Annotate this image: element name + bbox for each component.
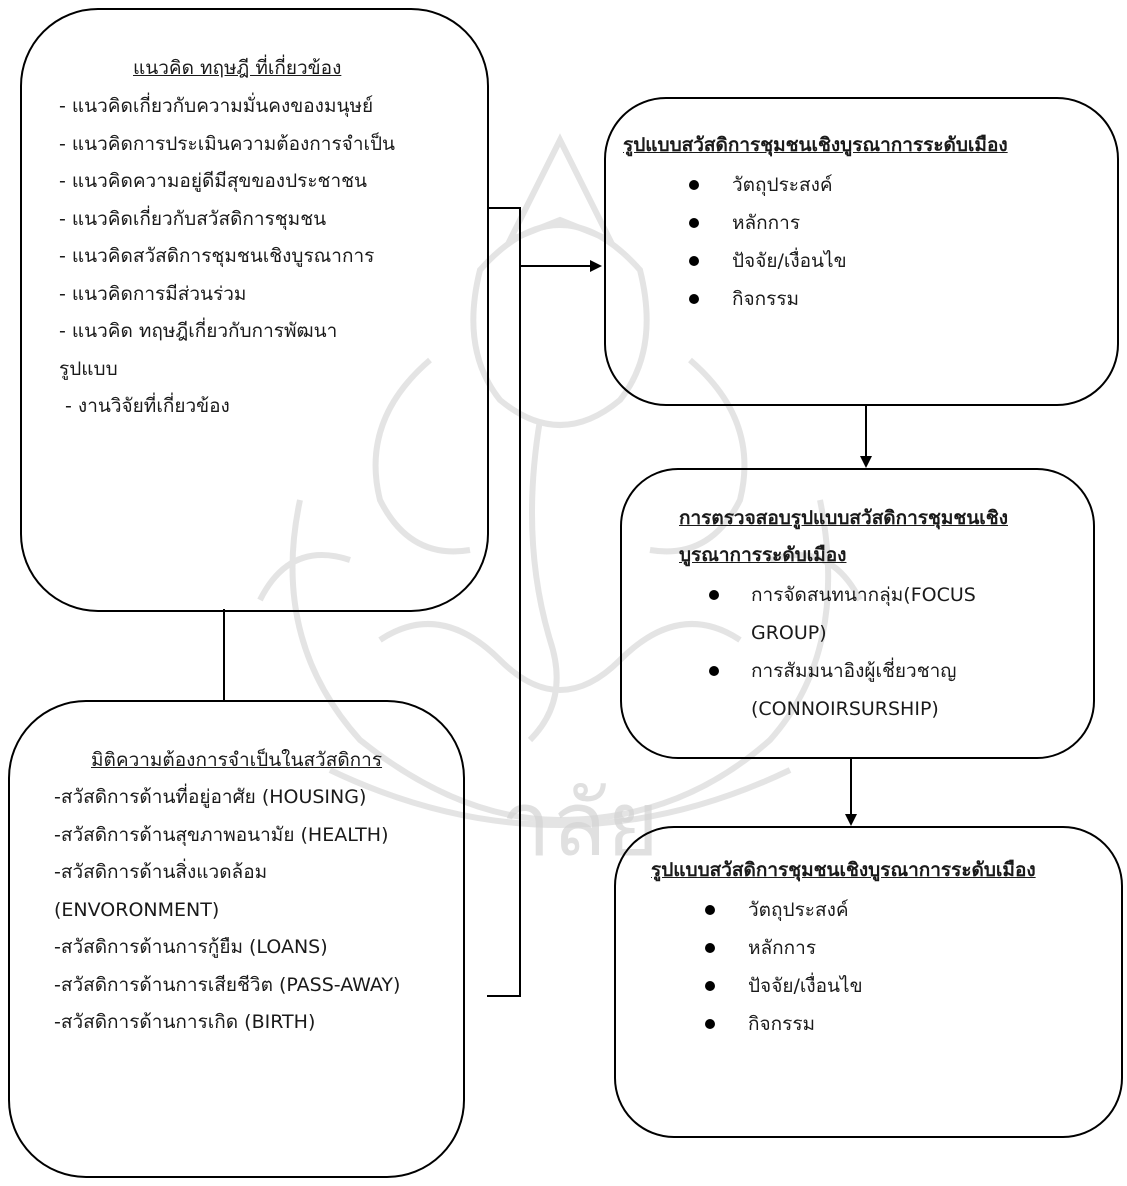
verify-box: การตรวจสอบรูปแบบสวัสดิการชุมชนเชิง บูรณา… bbox=[620, 468, 1095, 759]
model-box-list: วัตถุประสงค์ หลักการ ปัจจัย/เงื่อนไข กิจ… bbox=[689, 166, 1008, 318]
verify-item-line2: (CONNOIRSURSHIP) bbox=[751, 698, 939, 720]
needs-item: -สวัสดิการด้านการเสียชีวิต (PASS-AWAY) bbox=[54, 973, 401, 996]
theory-box: แนวคิด ทฤษฎี ที่เกี่ยวข้อง - แนวคิดเกี่ย… bbox=[20, 8, 489, 612]
list-item: กิจกรรม bbox=[705, 1005, 1036, 1043]
needs-box-content: มิติความต้องการจำเป็นในสวัสดิการ -สวัสดิ… bbox=[54, 742, 400, 1042]
theory-item: - แนวคิดการประเมินความต้องการจำเป็น bbox=[59, 132, 396, 155]
theory-item: รูปแบบ bbox=[59, 357, 118, 380]
bullet-icon bbox=[689, 180, 699, 190]
theory-item: - แนวคิด ทฤษฎีเกี่ยวกับการพัฒนา bbox=[59, 320, 338, 342]
theory-item: - แนวคิดความอยู่ดีมีสุขของประชาชน bbox=[59, 170, 368, 192]
needs-item: -สวัสดิการด้านการเกิด (BIRTH) bbox=[54, 1011, 316, 1033]
bullet-icon bbox=[709, 666, 719, 676]
list-item: ปัจจัย/เงื่อนไข bbox=[689, 242, 1008, 280]
verify-item-line1: การจัดสนทนากลุ่ม(FOCUS bbox=[751, 584, 976, 606]
final-item-label: กิจกรรม bbox=[748, 1013, 816, 1035]
verify-item-line2: GROUP) bbox=[751, 622, 827, 644]
list-item: ปัจจัย/เงื่อนไข bbox=[705, 967, 1036, 1005]
model-item-label: วัตถุประสงค์ bbox=[732, 174, 833, 196]
theory-item: - แนวคิดการมีส่วนร่วม bbox=[59, 282, 247, 305]
model-item-label: กิจกรรม bbox=[732, 288, 800, 310]
verify-box-title-line1: การตรวจสอบรูปแบบสวัสดิการชุมชนเชิง bbox=[679, 507, 1008, 529]
list-item: หลักการ bbox=[689, 204, 1008, 242]
needs-item: -สวัสดิการด้านสิ่งแวดล้อม bbox=[54, 861, 268, 883]
needs-item: -สวัสดิการด้านการกู้ยืม (LOANS) bbox=[54, 936, 328, 958]
theory-item: - งานวิจัยที่เกี่ยวข้อง bbox=[59, 395, 230, 417]
list-item: หลักการ bbox=[705, 929, 1036, 967]
bullet-icon bbox=[705, 1019, 715, 1029]
list-item: วัตถุประสงค์ bbox=[689, 166, 1008, 204]
final-box-title: รูปแบบสวัสดิการชุมชนเชิงบูรณาการระดับเมื… bbox=[651, 859, 1036, 881]
needs-item: (ENVORONMENT) bbox=[54, 898, 220, 921]
list-item: วัตถุประสงค์ bbox=[705, 891, 1036, 929]
final-box: รูปแบบสวัสดิการชุมชนเชิงบูรณาการระดับเมื… bbox=[614, 826, 1123, 1138]
final-item-label: วัตถุประสงค์ bbox=[748, 899, 849, 921]
list-item: การจัดสนทนากลุ่ม(FOCUS GROUP) bbox=[709, 576, 1008, 652]
bracket-line bbox=[487, 207, 521, 997]
needs-item: -สวัสดิการด้านที่อยู่อาศัย (HOUSING) bbox=[54, 786, 367, 808]
model-box-content: รูปแบบสวัสดิการชุมชนเชิงบูรณาการระดับเมื… bbox=[623, 127, 1008, 318]
needs-box-title: มิติความต้องการจำเป็นในสวัสดิการ bbox=[91, 749, 383, 771]
model-item-label: ปัจจัย/เงื่อนไข bbox=[732, 250, 847, 272]
bullet-icon bbox=[705, 943, 715, 953]
model-item-label: หลักการ bbox=[732, 212, 801, 234]
needs-item: -สวัสดิการด้านสุขภาพอนามัย (HEALTH) bbox=[54, 823, 389, 846]
verify-item-line1: การสัมมนาอิงผู้เชี่ยวชาญ bbox=[751, 660, 957, 682]
list-item: กิจกรรม bbox=[689, 280, 1008, 318]
bullet-icon bbox=[709, 590, 719, 600]
theory-box-content: แนวคิด ทฤษฎี ที่เกี่ยวข้อง - แนวคิดเกี่ย… bbox=[59, 50, 395, 426]
bullet-icon bbox=[705, 905, 715, 915]
theory-item: - แนวคิดเกี่ยวกับความมั่นคงของมนุษย์ bbox=[59, 95, 374, 117]
final-item-label: ปัจจัย/เงื่อนไข bbox=[748, 975, 863, 997]
needs-box: มิติความต้องการจำเป็นในสวัสดิการ -สวัสดิ… bbox=[8, 700, 465, 1178]
list-item: การสัมมนาอิงผู้เชี่ยวชาญ (CONNOIRSURSHIP… bbox=[709, 652, 1008, 728]
bullet-icon bbox=[705, 981, 715, 991]
theory-item: - แนวคิดเกี่ยวกับสวัสดิการชุมชน bbox=[59, 207, 327, 230]
verify-box-list: การจัดสนทนากลุ่ม(FOCUS GROUP) การสัมมนาอ… bbox=[709, 576, 1008, 728]
bullet-icon bbox=[689, 256, 699, 266]
verify-box-title-line2: บูรณาการระดับเมือง bbox=[679, 544, 847, 566]
theory-item: - แนวคิดสวัสดิการชุมชนเชิงบูรณาการ bbox=[59, 245, 375, 267]
bullet-icon bbox=[689, 218, 699, 228]
bullet-icon bbox=[689, 294, 699, 304]
model-box: รูปแบบสวัสดิการชุมชนเชิงบูรณาการระดับเมื… bbox=[604, 97, 1119, 406]
model-box-title: รูปแบบสวัสดิการชุมชนเชิงบูรณาการระดับเมื… bbox=[623, 134, 1008, 156]
theory-box-title: แนวคิด ทฤษฎี ที่เกี่ยวข้อง bbox=[133, 57, 342, 79]
verify-box-content: การตรวจสอบรูปแบบสวัสดิการชุมชนเชิง บูรณา… bbox=[679, 500, 1008, 728]
final-item-label: หลักการ bbox=[748, 937, 817, 959]
final-box-list: วัตถุประสงค์ หลักการ ปัจจัย/เงื่อนไข กิจ… bbox=[705, 891, 1036, 1043]
final-box-content: รูปแบบสวัสดิการชุมชนเชิงบูรณาการระดับเมื… bbox=[651, 852, 1036, 1043]
